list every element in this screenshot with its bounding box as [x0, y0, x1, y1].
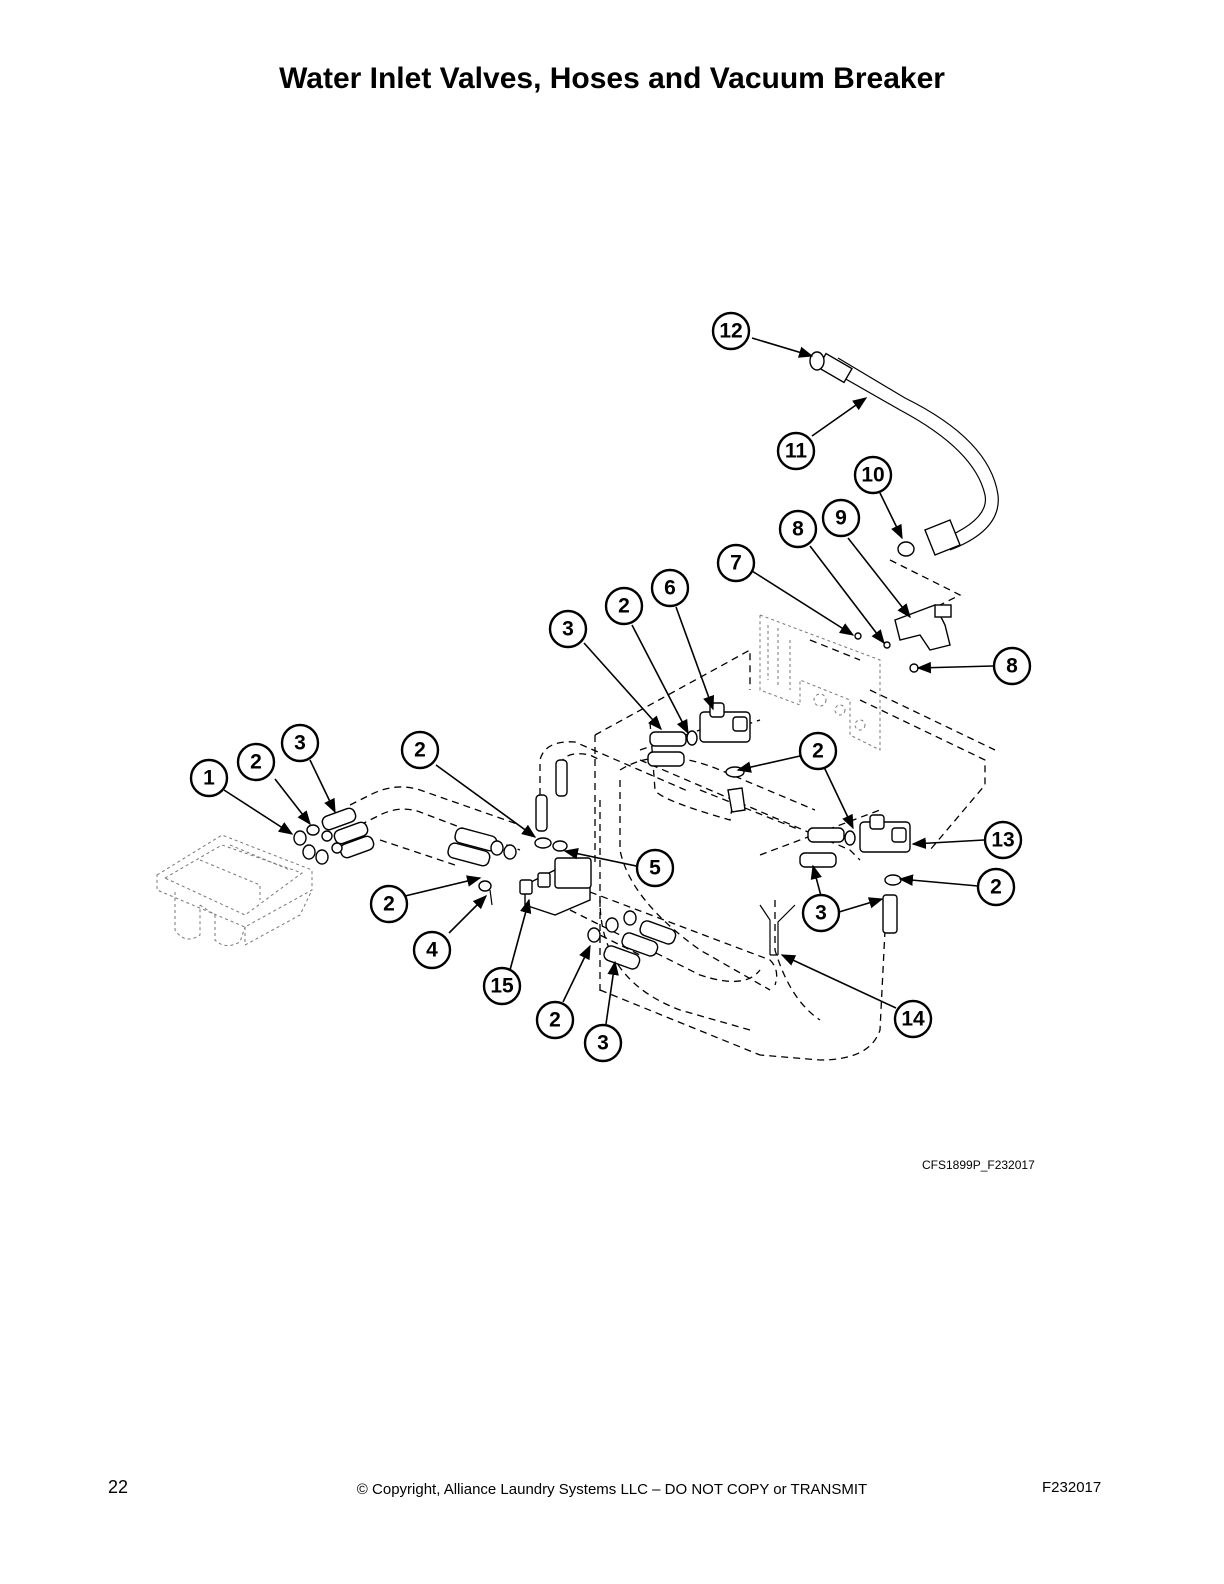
callout-13: 13	[983, 820, 1023, 860]
left-hoses-and-clamps	[293, 807, 517, 867]
callout-2-right-lower: 2	[976, 867, 1016, 907]
svg-text:1: 1	[203, 767, 215, 790]
svg-text:9: 9	[835, 507, 847, 530]
svg-text:7: 7	[730, 552, 742, 575]
y-connector	[759, 904, 796, 956]
svg-text:13: 13	[991, 829, 1014, 852]
svg-text:14: 14	[901, 1008, 925, 1031]
callout-12: 12	[711, 311, 751, 351]
svg-text:8: 8	[792, 518, 804, 541]
upper-inlet-valve	[647, 702, 751, 813]
mounting-bracket-drawing	[759, 614, 881, 751]
svg-text:3: 3	[562, 618, 574, 641]
svg-text:11: 11	[785, 440, 808, 463]
callout-15: 15	[482, 966, 522, 1006]
page-number: 22	[108, 1477, 129, 1497]
callout-2-bottom: 2	[535, 1000, 575, 1040]
svg-text:10: 10	[861, 464, 884, 487]
svg-text:8: 8	[1006, 655, 1018, 678]
callout-1: 1	[189, 758, 229, 798]
leader-lines	[223, 337, 994, 1025]
main-valve-assembly	[478, 759, 592, 916]
copyright-notice: © Copyright, Alliance Laundry Systems LL…	[356, 1481, 868, 1498]
callout-3-left: 3	[280, 723, 320, 763]
callout-3-right: 3	[801, 893, 841, 933]
svg-text:2: 2	[549, 1009, 561, 1032]
callout-7: 7	[716, 543, 756, 583]
svg-text:2: 2	[414, 739, 426, 762]
dispenser-tub-drawing	[156, 834, 313, 946]
svg-text:2: 2	[383, 893, 395, 916]
callout-3-bottom: 3	[583, 1023, 623, 1063]
callout-2-right-upper: 2	[798, 731, 838, 771]
inlet-fill-hose	[809, 351, 999, 557]
svg-text:5: 5	[649, 857, 661, 880]
callout-9: 9	[821, 498, 861, 538]
callout-2-upper-valve: 2	[604, 586, 644, 626]
lower-hoses-and-clamps	[587, 910, 677, 970]
svg-text:3: 3	[294, 732, 306, 755]
callout-11: 11	[776, 431, 816, 471]
svg-text:2: 2	[812, 740, 824, 763]
vacuum-breaker-fitting	[854, 604, 952, 673]
svg-text:6: 6	[664, 577, 676, 600]
svg-text:4: 4	[426, 939, 438, 962]
callout-8-right: 8	[992, 646, 1032, 686]
callout-2-left-upper: 2	[236, 742, 276, 782]
svg-text:15: 15	[490, 975, 514, 998]
callout-8-upper: 8	[778, 509, 818, 549]
figure-id: CFS1899P_F232017	[922, 1158, 1035, 1172]
svg-text:2: 2	[990, 876, 1002, 899]
callout-14: 14	[893, 999, 933, 1039]
svg-text:2: 2	[250, 751, 262, 774]
callout-3-upper-valve: 3	[548, 609, 588, 649]
callout-4: 4	[412, 930, 452, 970]
svg-text:3: 3	[815, 902, 827, 925]
callout-6: 6	[650, 568, 690, 608]
page-title: Water Inlet Valves, Hoses and Vacuum Bre…	[279, 62, 945, 95]
document-code: F232017	[1042, 1479, 1102, 1496]
svg-text:2: 2	[618, 595, 630, 618]
svg-text:3: 3	[597, 1032, 609, 1055]
callout-2-center: 2	[400, 730, 440, 770]
svg-text:12: 12	[719, 320, 742, 343]
callout-2-left-lower: 2	[369, 884, 409, 924]
callout-10: 10	[853, 455, 893, 495]
callout-5: 5	[635, 848, 675, 888]
